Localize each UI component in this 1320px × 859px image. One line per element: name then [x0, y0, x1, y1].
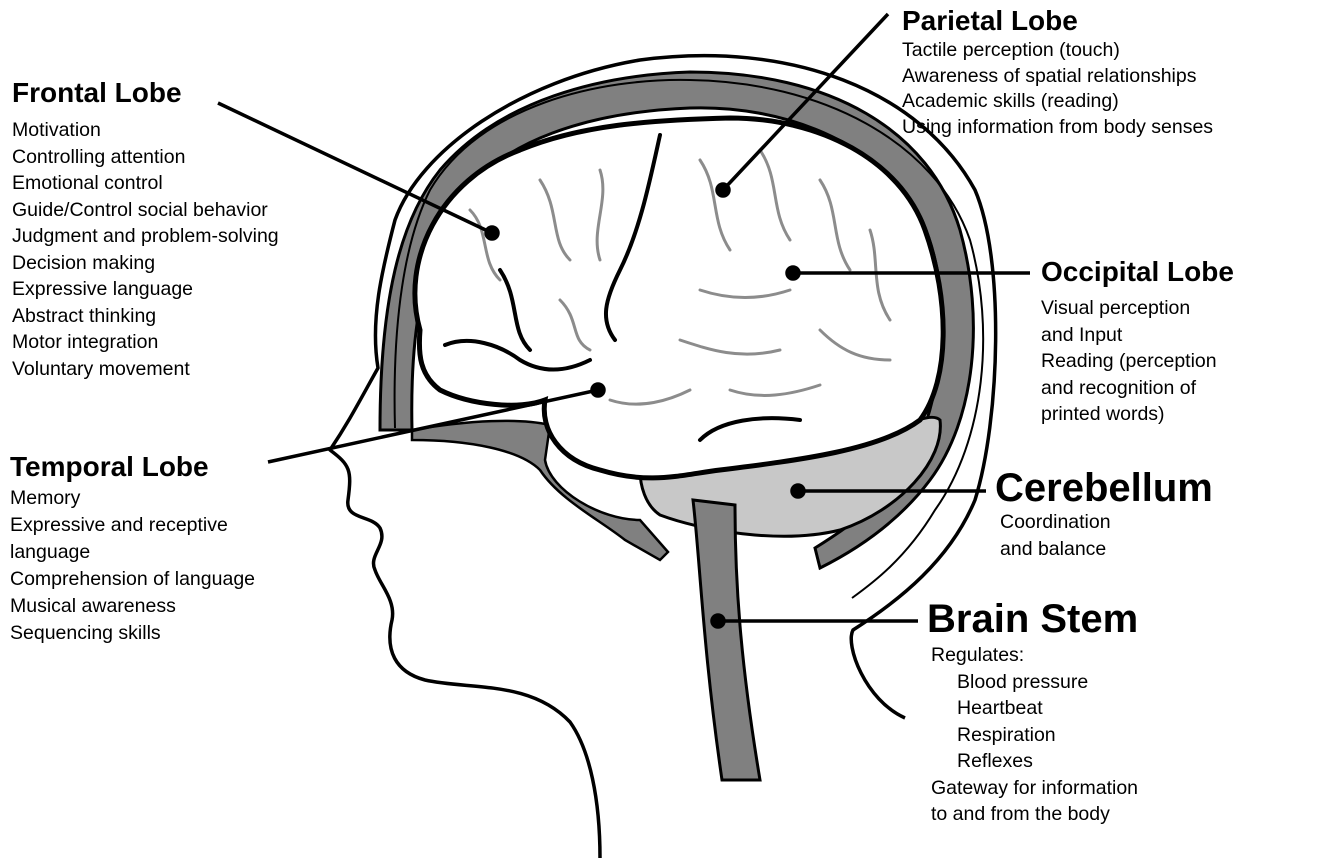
function-item: printed words) [1041, 401, 1234, 428]
brainstem-dot [712, 615, 724, 627]
function-item: Coordination [1000, 509, 1213, 536]
function-item: Voluntary movement [12, 356, 279, 383]
occipital-lobe-functions: Visual perception and Input Reading (per… [1041, 295, 1234, 428]
function-item: Comprehension of language [10, 566, 255, 593]
brain-stem-functions: Regulates: Blood pressure Heartbeat Resp… [927, 642, 1138, 828]
regulates-intro: Regulates: [931, 642, 1138, 669]
regulated-item: Reflexes [931, 748, 1138, 775]
frontal-lobe-label: Frontal Lobe Motivation Controlling atte… [12, 78, 279, 382]
function-item: Guide/Control social behavior [12, 197, 279, 224]
brain-stem-label: Brain Stem Regulates: Blood pressure Hea… [927, 598, 1138, 828]
frontal-lobe-title: Frontal Lobe [12, 78, 279, 107]
function-item: Sequencing skills [10, 620, 255, 647]
function-item: Abstract thinking [12, 303, 279, 330]
parietal-lobe-title: Parietal Lobe [902, 6, 1213, 35]
function-item: Musical awareness [10, 593, 255, 620]
frontal-lobe-functions: Motivation Controlling attention Emotion… [12, 117, 279, 382]
function-item: and recognition of [1041, 375, 1234, 402]
function-item: Motor integration [12, 329, 279, 356]
function-item: Tactile perception (touch) [902, 38, 1213, 64]
regulated-item: Heartbeat [931, 695, 1138, 722]
function-item: Reading (perception [1041, 348, 1234, 375]
cerebellum-label: Cerebellum Coordination and balance [995, 467, 1213, 562]
frontal-dot [486, 227, 498, 239]
occipital-lobe-label: Occipital Lobe Visual perception and Inp… [1041, 257, 1234, 428]
regulated-item: Respiration [931, 722, 1138, 749]
function-item: Emotional control [12, 170, 279, 197]
function-item: Memory [10, 485, 255, 512]
occipital-lobe-title: Occipital Lobe [1041, 257, 1234, 286]
function-item: Expressive and receptive [10, 512, 255, 539]
parietal-lobe-functions: Tactile perception (touch) Awareness of … [902, 38, 1213, 140]
function-item: and Input [1041, 322, 1234, 349]
brain-stem-shape [693, 500, 760, 780]
regulated-item: Blood pressure [931, 669, 1138, 696]
parietal-lobe-label: Parietal Lobe Tactile perception (touch)… [902, 6, 1213, 140]
cerebellum-title: Cerebellum [995, 467, 1213, 509]
cerebellum-dot [792, 485, 804, 497]
cerebellum-functions: Coordination and balance [995, 509, 1213, 562]
function-item: language [10, 539, 255, 566]
temporal-dot [592, 384, 604, 396]
function-item: Controlling attention [12, 144, 279, 171]
temporal-lobe-label: Temporal Lobe Memory Expressive and rece… [10, 452, 255, 647]
function-item: Using information from body senses [902, 115, 1213, 141]
gateway-text: Gateway for information [931, 775, 1138, 802]
function-item: Visual perception [1041, 295, 1234, 322]
brain-stem-title: Brain Stem [927, 598, 1138, 640]
function-item: Decision making [12, 250, 279, 277]
parietal-dot [717, 184, 729, 196]
gateway-text: to and from the body [931, 801, 1138, 828]
temporal-lobe-title: Temporal Lobe [10, 452, 255, 481]
temporal-lobe-functions: Memory Expressive and receptive language… [10, 485, 255, 647]
function-item: Awareness of spatial relationships [902, 64, 1213, 90]
function-item: Academic skills (reading) [902, 89, 1213, 115]
function-item: Motivation [12, 117, 279, 144]
function-item: and balance [1000, 536, 1213, 563]
function-item: Expressive language [12, 276, 279, 303]
function-item: Judgment and problem-solving [12, 223, 279, 250]
occipital-dot [787, 267, 799, 279]
